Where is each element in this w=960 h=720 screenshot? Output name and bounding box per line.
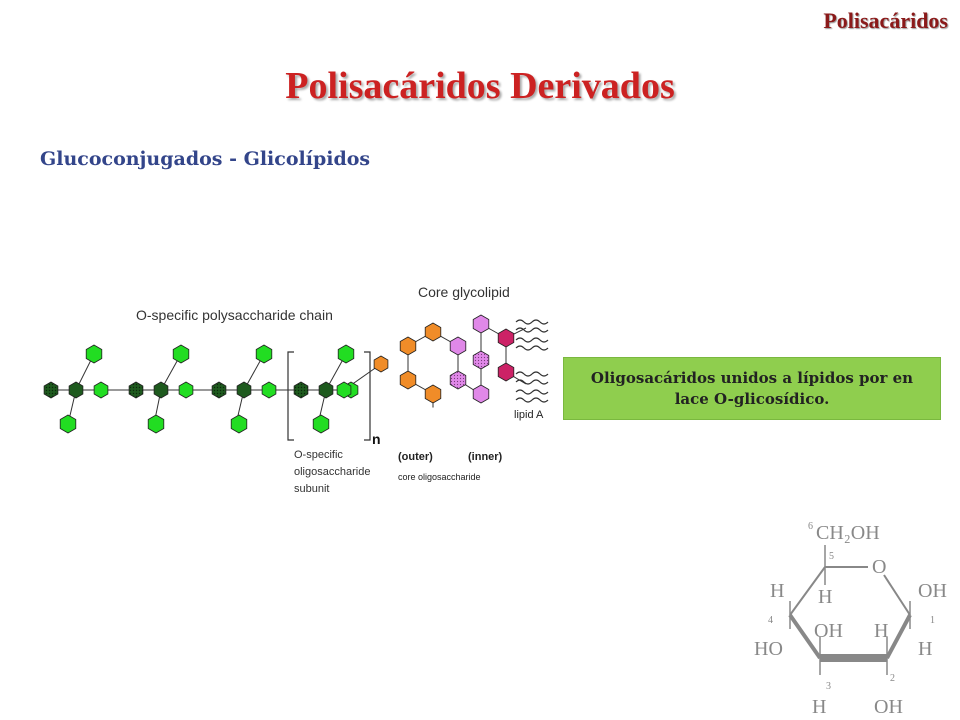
core-label: Core glycolipid	[418, 284, 510, 300]
green-sugar	[336, 381, 352, 399]
c4-label: 4	[768, 615, 773, 626]
violet-sugar	[449, 370, 467, 390]
dark-green-sugar	[236, 381, 252, 399]
ch2oh-label: CH₂OH	[816, 522, 880, 544]
oh-c2: OH	[874, 696, 903, 718]
orange-sugar	[373, 355, 389, 373]
chain-label: O-specific polysaccharide chain	[136, 307, 333, 323]
green-sugar	[59, 414, 77, 434]
lipid-label: lipid A	[514, 409, 544, 421]
ho-c4: HO	[754, 638, 783, 660]
h-c2: H	[812, 696, 826, 718]
note-box: Oligosacáridos unidos a lípidos por en l…	[563, 357, 941, 420]
orange-sugar	[399, 336, 417, 356]
page-subtitle: Glucoconjugados - Glicolípidos	[40, 148, 371, 170]
green-sugar	[337, 344, 355, 364]
dark-green-sugar	[43, 381, 59, 399]
green-sugar	[261, 381, 277, 399]
h-c4: H	[770, 580, 784, 602]
orange-sugar	[424, 384, 442, 404]
violet-sugar	[472, 314, 490, 334]
green-sugar	[230, 414, 248, 434]
outer-label: (outer)	[398, 451, 433, 463]
h-c1: H	[918, 638, 932, 660]
dark-green-sugar	[68, 381, 84, 399]
green-sugar	[172, 344, 190, 364]
h-c5: H	[818, 586, 832, 608]
c6-label: 6	[808, 521, 813, 532]
n-label: n	[372, 431, 381, 447]
dark-green-sugar	[318, 381, 334, 399]
c3-label: 3	[826, 681, 831, 692]
c2-label: 2	[890, 673, 895, 684]
core-oligo-label: core oligosaccharide	[398, 472, 481, 482]
orange-sugar	[399, 370, 417, 390]
dark-green-sugar	[293, 381, 309, 399]
inner-label: (inner)	[468, 451, 503, 463]
green-sugar	[85, 344, 103, 364]
dark-green-sugar	[153, 381, 169, 399]
green-sugar	[255, 344, 273, 364]
oh-c1: OH	[918, 580, 947, 602]
magenta-sugar	[497, 362, 515, 382]
page-title: Polisacáridos Derivados	[285, 65, 675, 107]
c5-label: 5	[829, 551, 834, 562]
green-sugar	[312, 414, 330, 434]
corner-title: Polisacáridos	[823, 8, 948, 33]
glucose-haworth: CH₂OH 6 5 O H H 4 HO OH 1 H OH H 3 2 H O…	[754, 521, 947, 718]
oh-c3: OH	[814, 620, 843, 642]
violet-sugar	[472, 350, 490, 370]
violet-sugar	[472, 384, 490, 404]
green-sugar	[178, 381, 194, 399]
h-c3: H	[874, 620, 888, 642]
magenta-sugar	[497, 328, 515, 348]
green-sugar	[147, 414, 165, 434]
subunit-label-1: O-specific	[294, 449, 343, 461]
c1-label: 1	[930, 615, 935, 626]
dark-green-sugar	[211, 381, 227, 399]
lps-diagram: O-specific polysaccharide chain Core gly…	[43, 284, 549, 495]
violet-sugar	[449, 336, 467, 356]
subunit-label-3: subunit	[294, 483, 329, 495]
subunit-label-2: oligosaccharide	[294, 466, 370, 478]
orange-sugar	[424, 322, 442, 342]
green-sugar	[93, 381, 109, 399]
ring-oxygen: O	[872, 556, 886, 578]
dark-green-sugar	[128, 381, 144, 399]
